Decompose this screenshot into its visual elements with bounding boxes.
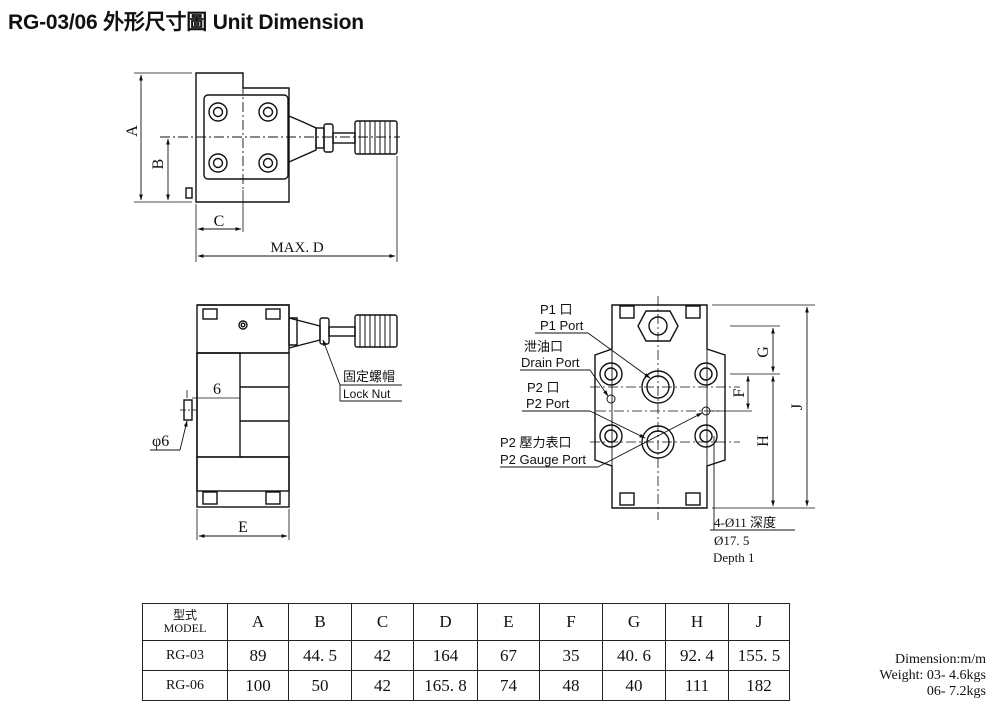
- table-row: RG-03 89 44. 5 42 164 67 35 40. 6 92. 4 …: [142, 640, 790, 671]
- bolt-hole: [208, 102, 278, 173]
- value-cell: 165. 8: [413, 670, 478, 701]
- holes-note-2: Ø17. 5: [714, 533, 749, 548]
- col-header-h: H: [665, 603, 729, 641]
- value-cell: 44. 5: [288, 640, 352, 671]
- value-cell: 155. 5: [728, 640, 790, 671]
- gauge-port-label-en: P2 Gauge Port: [500, 452, 586, 467]
- drain-port-label-en: Drain Port: [521, 355, 580, 370]
- holes-note-1: 4-Ø11 深度: [714, 515, 776, 530]
- model-header-en: MODEL: [163, 621, 207, 635]
- col-header-g: G: [602, 603, 666, 641]
- knurling: [359, 121, 391, 154]
- dim-label-e: E: [238, 519, 248, 536]
- lock-nut-label-en: Lock Nut: [343, 387, 391, 401]
- value-cell: 42: [351, 670, 414, 701]
- dim-label-6: 6: [213, 381, 221, 398]
- drain-port-label-cn: 泄油口: [524, 339, 563, 354]
- p1-port-label-en: P1 Port: [540, 318, 584, 333]
- model-cell: RG-06: [142, 670, 228, 701]
- col-header-e: E: [477, 603, 540, 641]
- p2-port-label-en: P2 Port: [526, 396, 570, 411]
- value-cell: 100: [227, 670, 289, 701]
- page-title: RG-03/06 外形尺寸圖 Unit Dimension: [8, 11, 364, 34]
- col-header-c: C: [351, 603, 414, 641]
- lock-nut-label-cn: 固定螺帽: [343, 369, 395, 384]
- dim-label-max-d: MAX. D: [270, 240, 324, 256]
- value-cell: 182: [728, 670, 790, 701]
- dim-label-f: F: [731, 388, 748, 397]
- col-header-b: B: [288, 603, 352, 641]
- col-header-f: F: [539, 603, 603, 641]
- front-view: [500, 296, 815, 531]
- dim-label-c: C: [214, 213, 225, 230]
- side-view: [150, 304, 402, 540]
- dimension-unit-note: Dimension:m/m: [895, 652, 986, 667]
- p1-port-label-cn: P1 口: [540, 302, 573, 317]
- table-row: RG-06 100 50 42 165. 8 74 48 40 111 182: [142, 670, 790, 701]
- dimension-drawing: A B C MAX. D: [124, 72, 815, 565]
- notes: Dimension:m/m Weight: 03- 4.6kgs 06- 7.2…: [846, 652, 986, 700]
- value-cell: 89: [227, 640, 289, 671]
- value-cell: 40. 6: [602, 640, 666, 671]
- value-cell: 35: [539, 640, 603, 671]
- value-cell: 111: [665, 670, 729, 701]
- value-cell: 50: [288, 670, 352, 701]
- col-header-j: J: [728, 603, 790, 641]
- value-cell: 40: [602, 670, 666, 701]
- dimension-table: 型式 MODEL A B C D E F G H J RG-03 89 44. …: [142, 603, 790, 701]
- col-header-a: A: [227, 603, 289, 641]
- p2-port-label-cn: P2 口: [527, 380, 560, 395]
- gauge-port-label-cn: P2 壓力表口: [500, 435, 572, 450]
- col-header-d: D: [413, 603, 478, 641]
- dim-label-g: G: [755, 346, 772, 358]
- value-cell: 74: [477, 670, 540, 701]
- weight-note-03: Weight: 03- 4.6kgs: [879, 668, 986, 683]
- dim-label-j: J: [789, 404, 806, 410]
- table-header-row: 型式 MODEL A B C D E F G H J: [142, 603, 790, 641]
- weight-note-06: 06- 7.2kgs: [926, 684, 986, 699]
- dim-label-h: H: [755, 435, 772, 447]
- model-cell: RG-03: [142, 640, 228, 671]
- model-header: 型式 MODEL: [142, 603, 228, 641]
- model-header-cn: 型式: [172, 608, 197, 622]
- value-cell: 92. 4: [665, 640, 729, 671]
- dim-label-phi6: φ6: [152, 433, 169, 450]
- dim-label-a: A: [124, 125, 141, 137]
- value-cell: 48: [539, 670, 603, 701]
- value-cell: 67: [477, 640, 540, 671]
- holes-note-3: Depth 1: [713, 550, 755, 565]
- dim-label-b: B: [150, 159, 167, 170]
- top-view: [134, 72, 400, 262]
- value-cell: 42: [351, 640, 414, 671]
- value-cell: 164: [413, 640, 478, 671]
